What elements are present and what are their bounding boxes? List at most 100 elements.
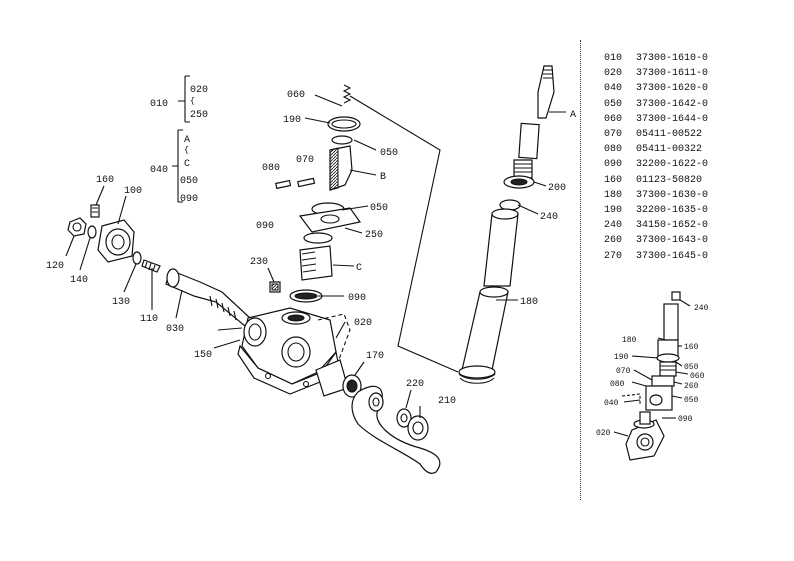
part-code: 260 (604, 235, 623, 247)
sector-shaft-030 (165, 268, 251, 327)
callout-090: 090 (348, 293, 366, 304)
callout-180: 180 (520, 297, 538, 308)
part-number: 37300-1642-0 (636, 98, 709, 110)
svg-text:A: A (184, 135, 190, 146)
svg-text:090: 090 (180, 194, 198, 205)
part-code: 070 (604, 129, 623, 141)
callout-170: 170 (366, 351, 384, 362)
parts-list-row: 040 37300-1620-0 (604, 81, 708, 96)
pitman-arm (351, 385, 441, 474)
part-number: 32200-1622-0 (636, 159, 709, 171)
parts-list-row: 270 37300-1645-0 (604, 249, 708, 264)
assembled-inset-view: 240 180 160 190 050 060 070 080 260 040 … (596, 291, 709, 461)
callout-020: 020 (354, 318, 372, 329)
svg-text:040: 040 (150, 165, 168, 176)
callout-050: 050 (370, 203, 388, 214)
part-number: 37300-1643-0 (636, 235, 709, 247)
column-divider (580, 40, 581, 500)
part-number: 37300-1620-0 (636, 83, 709, 95)
callout-A: A (570, 110, 576, 121)
callout-C: C (356, 263, 362, 274)
inset-callout-080: 080 (610, 380, 625, 389)
callout-070: 070 (296, 155, 314, 166)
part-code: 160 (604, 174, 623, 186)
svg-text:250: 250 (190, 110, 208, 121)
reference-line (349, 95, 459, 373)
callout-B: B (380, 172, 386, 183)
nut-120 (67, 217, 87, 237)
part-code: 270 (604, 250, 623, 262)
svg-text:050: 050 (180, 176, 198, 187)
shaft-section (518, 122, 540, 160)
bushing-170 (315, 359, 362, 398)
o-ring-190 (327, 116, 361, 132)
part-number: 05411-00322 (636, 144, 703, 156)
inset-callout-070: 070 (616, 367, 631, 376)
inset-callout-020: 020 (596, 429, 611, 438)
bolt-160 (90, 204, 100, 218)
group-040-bracket: 040 A { C 050 090 (150, 129, 198, 205)
spring-060 (342, 84, 352, 104)
washer-140 (87, 225, 97, 239)
group-010-bracket: 010 020 { 250 (150, 75, 208, 123)
callout-220: 220 (406, 379, 424, 390)
inset-callout-180: 180 (622, 336, 637, 345)
inset-callout-050: 050 (684, 396, 699, 405)
part-code: 180 (604, 189, 623, 201)
callout-130: 130 (112, 297, 130, 308)
inset-callout-050: 050 (684, 363, 699, 372)
callout-160: 160 (96, 175, 114, 186)
part-number: 37300-1644-0 (636, 113, 709, 125)
part-code: 020 (604, 68, 623, 80)
cover-100 (97, 219, 135, 263)
part-number: 37300-1645-0 (636, 250, 709, 262)
callout-120: 120 (46, 261, 64, 272)
seal-130 (132, 251, 142, 265)
bearing-090-lower (289, 289, 323, 303)
worm-C (299, 245, 333, 281)
inset-callout-060: 060 (690, 372, 705, 381)
inset-callout-090: 090 (678, 415, 693, 424)
nut-210 (407, 415, 429, 441)
pin-070 (297, 177, 316, 188)
washer-090-upper (303, 232, 333, 244)
ring-050-upper (331, 135, 353, 145)
pin-080 (275, 179, 292, 190)
callout-230: 230 (250, 257, 268, 268)
callout-200: 200 (548, 183, 566, 194)
part-number: 37300-1630-0 (636, 189, 709, 201)
part-number: 01123-50820 (636, 174, 703, 186)
callout-090: 090 (256, 221, 274, 232)
svg-text:{: { (184, 146, 189, 155)
washer-220 (396, 408, 412, 428)
worm-shaft-lower (513, 159, 533, 179)
svg-text:020: 020 (190, 85, 208, 96)
part-number: 37300-1611-0 (636, 68, 709, 80)
spline-110 (141, 259, 161, 273)
part-number: 05411-00522 (636, 129, 703, 141)
inset-callout-160: 160 (684, 343, 699, 352)
callout-150: 150 (194, 350, 212, 361)
callout-110: 110 (140, 314, 158, 325)
part-number: 32200-1635-0 (636, 205, 709, 217)
svg-text:010: 010 (150, 99, 168, 110)
parts-list-row: 080 05411-00322 (604, 142, 708, 157)
inset-callout-040: 040 (604, 399, 619, 408)
svg-text:C: C (184, 159, 190, 170)
part-code: 080 (604, 144, 623, 156)
part-code: 060 (604, 113, 623, 125)
steering-shaft-A (537, 65, 555, 119)
plate-250 (298, 207, 362, 233)
parts-list-row: 060 37300-1644-0 (604, 112, 708, 127)
part-code: 090 (604, 159, 623, 171)
callout-240: 240 (540, 212, 558, 223)
parts-list-row: 260 37300-1643-0 (604, 233, 708, 248)
part-code: 040 (604, 83, 623, 95)
column-jacket-180 (458, 286, 509, 384)
parts-list-row: 090 32200-1622-0 (604, 157, 708, 172)
part-code: 240 (604, 220, 623, 232)
